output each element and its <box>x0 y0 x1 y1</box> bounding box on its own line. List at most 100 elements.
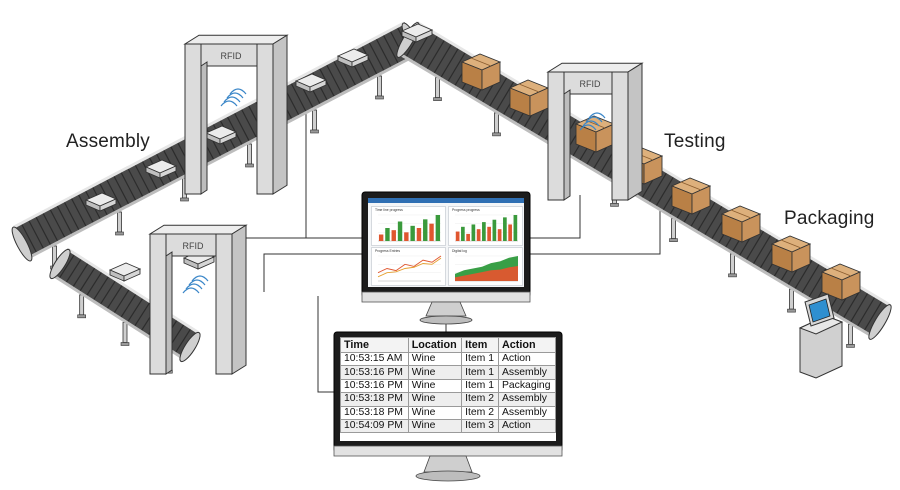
belt-slat <box>426 38 446 71</box>
product-tray <box>336 48 370 68</box>
belt-slat <box>78 266 96 293</box>
belt-slat <box>419 34 439 67</box>
product-tray <box>294 73 328 93</box>
log-header-cell: Item <box>461 337 499 353</box>
log-cell: Item 2 <box>461 392 499 407</box>
cardboard-box <box>720 205 762 243</box>
belt-slat <box>119 292 137 319</box>
belt-slat <box>648 171 668 204</box>
belt-slat <box>169 145 187 176</box>
dashboard-panel-bar-1: Time line progress <box>371 206 446 246</box>
rfid-gate-lower: RFID <box>148 224 248 375</box>
leg <box>247 143 252 165</box>
cardboard-box <box>770 235 812 273</box>
mini-bar <box>385 228 390 241</box>
assembly-label: Assembly <box>66 131 150 152</box>
mini-bar <box>378 234 384 241</box>
log-cell: Action <box>497 351 556 367</box>
belt-slat <box>290 82 307 113</box>
kiosk-terminal <box>798 293 844 379</box>
belt-slat <box>332 59 350 91</box>
belt-slat <box>752 233 772 266</box>
rfid-gate-label: RFID <box>580 79 601 89</box>
rfid-gate-label: RFID <box>183 241 204 251</box>
leg-foot <box>433 97 442 101</box>
belt-slat <box>655 175 675 208</box>
mini-bar <box>391 230 396 241</box>
leg-foot <box>245 163 254 168</box>
log-cell: Item 3 <box>461 418 499 434</box>
log-header-cell: Location <box>407 337 463 353</box>
rfid-wave <box>188 279 206 286</box>
belt-slat <box>65 257 83 284</box>
leg-foot <box>669 238 678 242</box>
log-cell: Wine <box>407 392 463 407</box>
belt-slat <box>105 178 123 210</box>
dashboard-panel-area: Digital log <box>448 247 523 286</box>
leg <box>789 288 794 310</box>
panel-title: Progress progress <box>452 208 480 212</box>
belt-slat <box>56 204 73 236</box>
belt-rail <box>67 248 199 334</box>
mini-bar <box>471 224 476 241</box>
mini-bar <box>476 229 481 241</box>
log-cell: Wine <box>407 418 463 434</box>
belt-slat <box>133 301 151 328</box>
log-cell: 10:53:18 PM <box>340 392 409 407</box>
log-cell: Action <box>497 418 556 434</box>
panel-title: Time line progress <box>375 208 403 212</box>
log-cell: Assembly <box>497 405 556 420</box>
belt-slat <box>71 262 90 289</box>
belt-slat <box>849 291 869 324</box>
leg-foot <box>728 273 737 278</box>
log-cell: Wine <box>407 378 463 394</box>
belt-slat <box>696 200 717 233</box>
belt-slat <box>240 107 258 139</box>
leg <box>122 322 128 343</box>
belt-slat <box>20 222 38 254</box>
belt-roller <box>49 248 71 280</box>
belt-slat <box>27 219 45 250</box>
rfid-wave <box>582 120 600 127</box>
mini-bar <box>508 224 512 241</box>
testing-label: Testing <box>664 131 726 152</box>
belt-slat <box>863 300 883 332</box>
cardboard-box <box>574 115 616 153</box>
belt-slat <box>63 200 81 232</box>
belt-slat <box>99 279 117 306</box>
belt-slat <box>703 204 724 237</box>
log-cell: Item 1 <box>461 351 499 367</box>
rfid-wave <box>182 287 200 294</box>
mini-bar <box>404 232 409 241</box>
rfid-wave <box>220 100 238 107</box>
mini-chart <box>455 255 518 282</box>
belt-slat <box>112 174 130 206</box>
belt-slat <box>134 163 151 195</box>
leg-foot <box>115 231 124 236</box>
mini-line <box>377 255 442 274</box>
mini-area <box>455 266 518 281</box>
dashboard-panel-bar-2: Progress progress <box>448 206 523 246</box>
rfid-wave <box>579 124 597 131</box>
log-cell: 10:53:16 PM <box>340 365 409 380</box>
belt-slat <box>375 37 393 69</box>
mini-chart <box>455 214 518 242</box>
mini-line <box>377 257 442 278</box>
log-cell: 10:53:18 PM <box>340 405 409 420</box>
belt-slat <box>106 283 124 310</box>
leg <box>730 253 735 275</box>
belt-slat <box>92 275 110 302</box>
leg <box>848 323 853 345</box>
product-tray <box>84 192 118 212</box>
mini-bar <box>482 222 486 241</box>
belt-slat <box>85 270 103 297</box>
leg-foot <box>310 129 319 134</box>
leg-foot <box>787 308 796 313</box>
rfid-gate-testing: RFID <box>546 62 644 201</box>
belt-slat <box>49 208 66 239</box>
belt-slat <box>368 41 385 72</box>
